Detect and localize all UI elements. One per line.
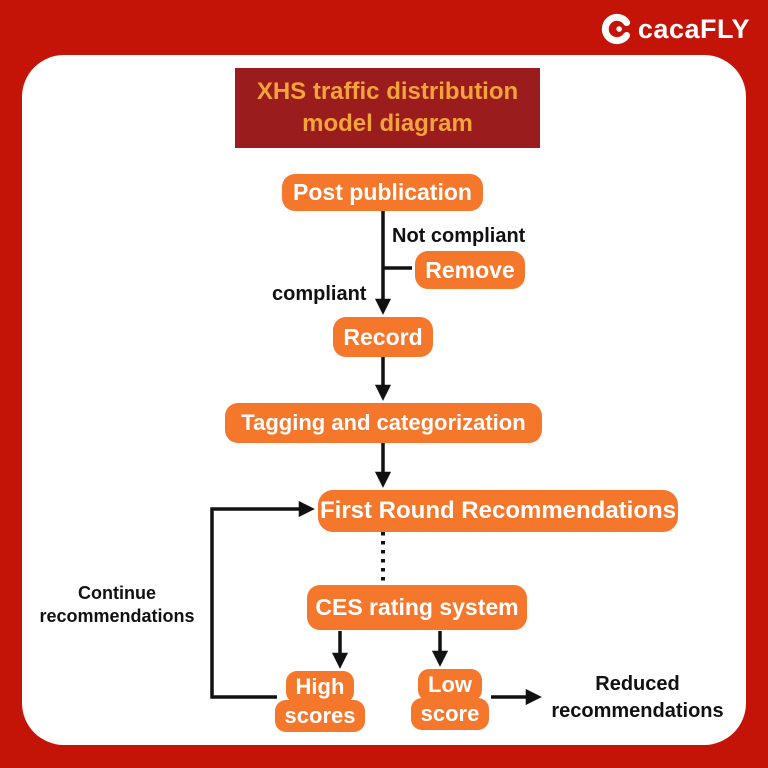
node-low-score: Low score — [410, 669, 490, 730]
brand-logo-text: cacaFLY — [637, 13, 750, 44]
brand-logo: cacaFLY — [599, 11, 750, 47]
node-ces-rating-system: CES rating system — [307, 585, 527, 630]
node-record: Record — [333, 317, 433, 357]
node-post-publication: Post publication — [282, 174, 483, 211]
diagram-title-line1: XHS traffic distribution — [256, 78, 519, 105]
node-low-score-line1: Low — [418, 669, 482, 701]
cacafly-icon — [601, 13, 630, 45]
label-not-compliant: Not compliant — [392, 225, 526, 247]
diagram-title-line2: model diagram — [302, 110, 473, 137]
label-compliant: compliant — [272, 283, 367, 305]
label-reduced-line1: Reduced — [595, 673, 680, 695]
node-high-scores-line2: scores — [274, 700, 366, 732]
diagram-title: XHS traffic distribution model diagram — [235, 68, 540, 148]
label-continue-line1: Continue — [78, 583, 156, 603]
node-tagging-categorization: Tagging and categorization — [225, 403, 542, 443]
label-continue-recommendations: Continue recommendations — [33, 582, 201, 628]
node-first-round-recommendations: First Round Recommendations — [318, 490, 678, 532]
label-continue-line2: recommendations — [39, 606, 195, 626]
node-low-score-line2: score — [410, 698, 490, 730]
content-sheet — [22, 55, 746, 745]
node-high-scores: High scores — [274, 671, 366, 732]
label-reduced-recommendations: Reduced recommendations — [545, 671, 730, 725]
label-reduced-line2: recommendations — [551, 700, 724, 722]
node-high-scores-line1: High — [285, 671, 355, 703]
node-remove: Remove — [415, 251, 525, 289]
